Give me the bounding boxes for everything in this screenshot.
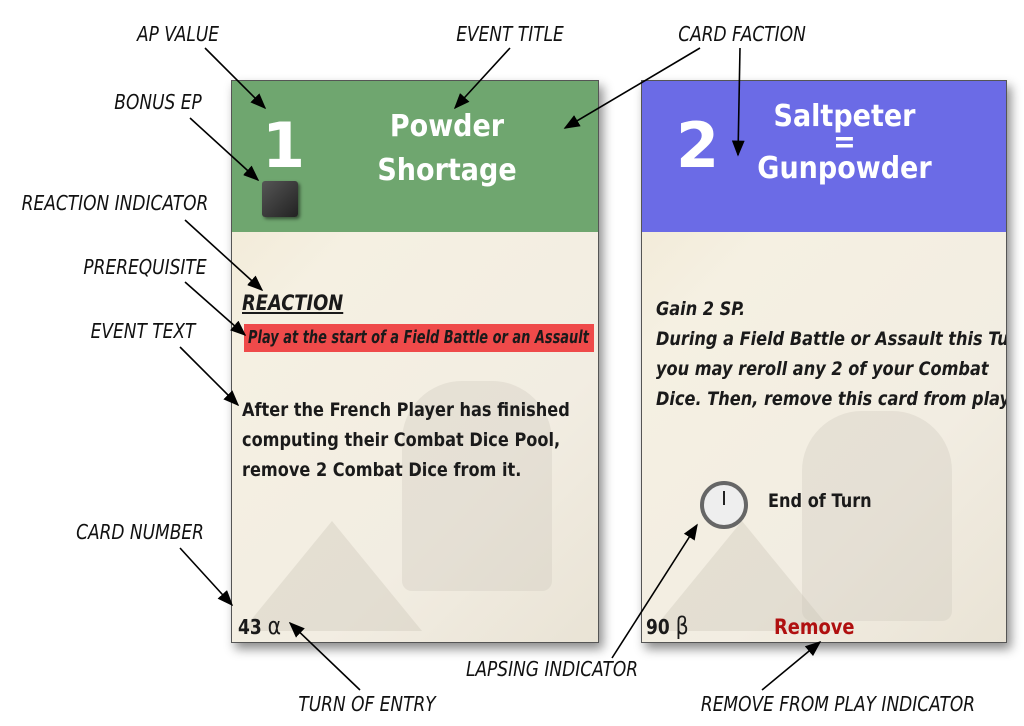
turn-of-entry: β bbox=[675, 612, 689, 640]
text-line: remove 2 Combat Dice from it. bbox=[242, 459, 522, 481]
sphinx-bg bbox=[402, 381, 552, 591]
title-line: = bbox=[833, 125, 856, 160]
pyramid-bg bbox=[652, 521, 832, 631]
number: 90 bbox=[646, 615, 670, 639]
lapse-text: End of Turn bbox=[768, 490, 872, 512]
arrow bbox=[204, 47, 267, 110]
title-line: Gunpowder bbox=[757, 151, 932, 186]
label-remove-from-play: REMOVE FROM PLAY INDICATOR bbox=[700, 692, 976, 716]
title-line: Powder bbox=[389, 109, 505, 144]
arrow bbox=[453, 47, 511, 110]
card-saltpeter-gunpowder: 2 Saltpeter=Gunpowder Gain 2 SP. During … bbox=[641, 80, 1007, 643]
arrow bbox=[179, 547, 234, 607]
label-reaction-indicator: REACTION INDICATOR bbox=[21, 191, 209, 215]
prerequisite: Play at the start of a Field Battle or a… bbox=[244, 324, 594, 352]
arrow bbox=[179, 346, 240, 407]
label-turn-of-entry: TURN OF ENTRY bbox=[298, 692, 436, 716]
arrow bbox=[184, 281, 247, 337]
text-line: After the French Player has finished bbox=[242, 399, 570, 421]
arrow bbox=[761, 640, 822, 691]
remove-indicator: Remove bbox=[774, 615, 855, 639]
number: 43 bbox=[238, 615, 262, 639]
arrow bbox=[611, 523, 698, 659]
event-text: Gain 2 SP. During a Field Battle or Assa… bbox=[656, 294, 1007, 414]
label-prerequisite: PREREQUISITE bbox=[83, 255, 207, 279]
arrow bbox=[731, 47, 745, 157]
label-lapsing-indicator: LAPSING INDICATOR bbox=[465, 657, 639, 681]
label-card-number: CARD NUMBER bbox=[76, 520, 204, 544]
title-line: Saltpeter bbox=[773, 99, 916, 134]
text-line: you may reroll any 2 of your Combat bbox=[656, 358, 989, 380]
bonus-ep-cube-icon bbox=[262, 181, 298, 217]
title-line: Shortage bbox=[377, 153, 517, 188]
arrow bbox=[563, 47, 701, 129]
text-line: Dice. Then, remove this card from play. bbox=[656, 388, 1007, 410]
ap-value: 1 bbox=[262, 109, 306, 182]
faction-header bbox=[642, 81, 1006, 232]
text-line: Gain 2 SP. bbox=[656, 298, 746, 320]
card-number: 90 β bbox=[646, 611, 689, 642]
stopwatch-icon bbox=[700, 481, 748, 529]
pyramid-bg bbox=[242, 521, 422, 631]
event-title: Saltpeter=Gunpowder bbox=[748, 99, 942, 187]
label-card-faction: CARD FACTION bbox=[678, 22, 806, 46]
label-event-title: EVENT TITLE bbox=[456, 22, 564, 46]
text-line: During a Field Battle or Assault this Tu… bbox=[656, 328, 1007, 350]
label-bonus-ep: BONUS EP bbox=[114, 90, 202, 114]
ap-value: 2 bbox=[676, 109, 720, 182]
arrow bbox=[189, 117, 260, 182]
arrow bbox=[184, 219, 264, 292]
card-number: 43 α bbox=[238, 611, 281, 642]
reaction-indicator: REACTION bbox=[242, 291, 344, 315]
event-text: After the French Player has finished com… bbox=[242, 395, 570, 485]
sphinx-bg bbox=[802, 411, 952, 621]
text-line: computing their Combat Dice Pool, bbox=[242, 429, 561, 451]
turn-of-entry: α bbox=[267, 612, 282, 640]
arrow bbox=[288, 621, 361, 691]
prerequisite-text: Play at the start of a Field Battle or a… bbox=[248, 327, 589, 348]
label-event-text: EVENT TEXT bbox=[90, 319, 196, 343]
label-ap-value: AP VALUE bbox=[136, 22, 220, 46]
